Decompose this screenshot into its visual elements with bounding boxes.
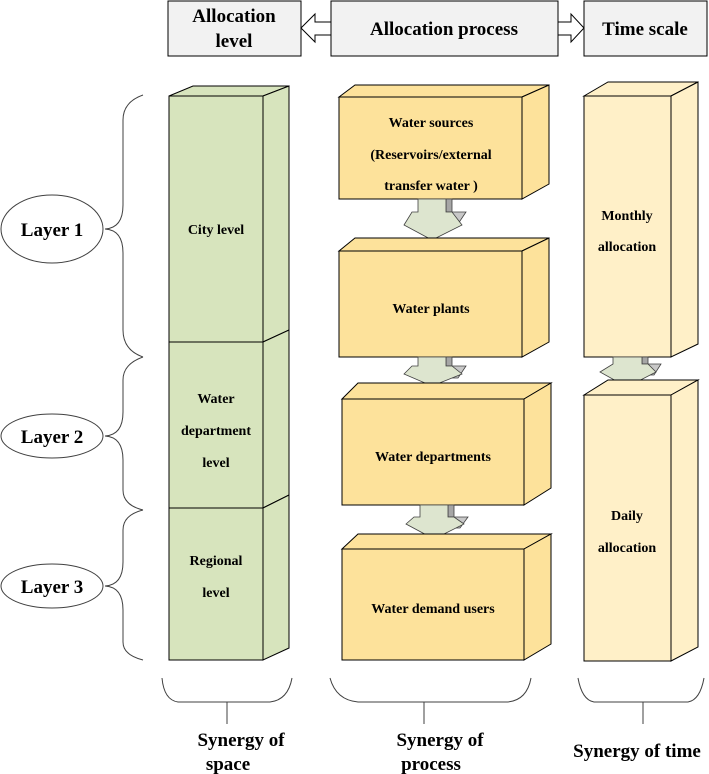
down-arrow-icon: [405, 504, 469, 540]
layer-3: Layer 3: [0, 563, 104, 609]
synergy-time-label: Synergy of time: [573, 741, 701, 762]
header-allocation-process: Allocation process: [330, 0, 559, 57]
time-monthly-label-1: Monthly: [601, 209, 652, 224]
process-water-plants-label: Water plants: [392, 302, 470, 317]
down-arrow-icon: [403, 198, 467, 241]
synergy-process-label-2: process: [401, 754, 461, 774]
space-level-regional: [168, 507, 264, 661]
process-box-water-departments: [340, 382, 553, 506]
space-level-city: [168, 95, 264, 343]
space-level-regional-label-1: Regional: [190, 554, 243, 569]
layer2-brace: [104, 356, 144, 511]
layer-1-label: Layer 1: [21, 220, 83, 241]
space-level-city-label: City level: [188, 223, 244, 238]
process-water-demand-users-label: Water demand users: [371, 602, 495, 617]
time-box-daily: [582, 379, 700, 662]
left-hollow-arrow-icon: [300, 12, 332, 44]
process-water-sources-label-3: transfer water ): [384, 179, 478, 194]
layer-2: Layer 2: [0, 413, 104, 459]
process-water-sources-label-2: (Reservoirs/external: [370, 148, 491, 163]
time-daily-label-2: allocation: [598, 541, 657, 556]
header-allocation-level: Allocation level: [167, 0, 302, 57]
header-time-scale-label: Time scale: [602, 19, 688, 40]
layer3-brace: [104, 509, 144, 661]
header-allocation-level-line2: level: [216, 31, 253, 52]
synergy-process-label-1: Synergy of: [396, 730, 484, 751]
layer-2-label: Layer 2: [21, 427, 83, 448]
header-allocation-process-label: Allocation process: [370, 19, 518, 40]
space-level-water-department-label-3: level: [202, 456, 229, 471]
right-hollow-arrow-icon: [557, 12, 585, 44]
process-bottom-brace: [329, 677, 532, 703]
process-box-water-plants: [337, 237, 550, 358]
header-time-scale: Time scale: [583, 0, 708, 57]
space-level-water-department-label-1: Water: [197, 392, 234, 407]
space-level-regional-label-2: level: [202, 586, 229, 601]
space-column: [168, 85, 290, 661]
header-allocation-level-line1: Allocation: [192, 6, 276, 27]
layer-3-label: Layer 3: [21, 577, 83, 598]
space-bottom-brace: [161, 677, 293, 703]
time-daily-label-1: Daily: [611, 509, 643, 524]
process-water-sources-label-1: Water sources: [389, 116, 474, 131]
time-monthly-label-2: allocation: [598, 240, 657, 255]
process-box-water-demand-users: [340, 533, 553, 661]
time-box-monthly: [582, 81, 699, 358]
down-arrow-icon: [403, 356, 467, 387]
process-box-water-sources: [337, 84, 550, 200]
space-level-water-department-label-2: department: [181, 424, 251, 439]
synergy-space-label-2: space: [206, 754, 250, 774]
layer-1: Layer 1: [0, 194, 104, 264]
process-water-departments-label: Water departments: [375, 450, 492, 465]
layer1-brace: [104, 94, 144, 358]
synergy-space-label-1: Synergy of: [197, 730, 285, 751]
time-bottom-brace: [577, 677, 705, 703]
